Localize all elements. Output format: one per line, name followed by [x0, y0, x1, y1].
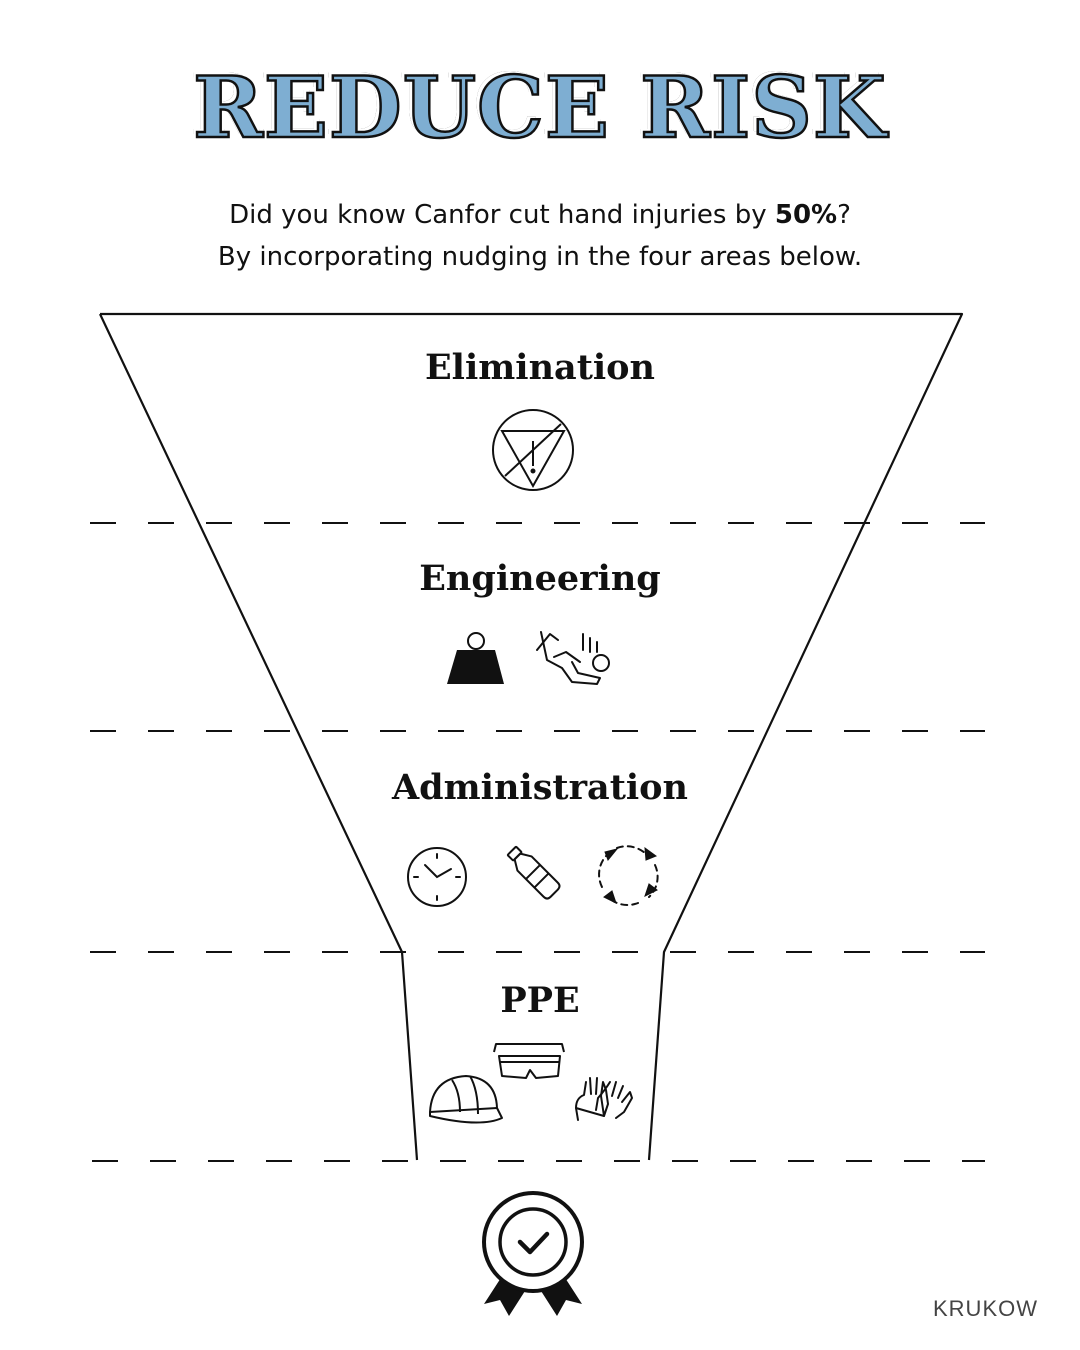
funnel-outline [99, 312, 964, 1161]
falling-person-icon [536, 631, 610, 685]
gloves-icon [575, 1077, 633, 1121]
brand-logo: KRUKOW [933, 1296, 1038, 1321]
water-bottle-icon [506, 845, 561, 900]
rotation-icon [598, 845, 659, 906]
page-title: REDUCE RISK [192, 58, 887, 157]
no-hazard-icon [492, 409, 574, 491]
level-title-administration: Administration [392, 767, 688, 808]
weight-icon [447, 632, 504, 684]
level-title-elimination: Elimination [425, 347, 655, 388]
level-title-engineering: Engineering [419, 558, 661, 599]
clock-icon [407, 847, 467, 907]
level-title-ppe: PPE [500, 980, 580, 1021]
hard-hat-icon [429, 1075, 503, 1124]
award-badge-icon [482, 1191, 584, 1316]
safety-glasses-icon [493, 1043, 565, 1079]
highlight-statistic: 50% [774, 200, 838, 230]
subtitle-line-2: By incorporating nudging in the four are… [217, 242, 863, 272]
subtitle-line-1: Did you know Canfor cut hand injuries by… [229, 200, 851, 230]
